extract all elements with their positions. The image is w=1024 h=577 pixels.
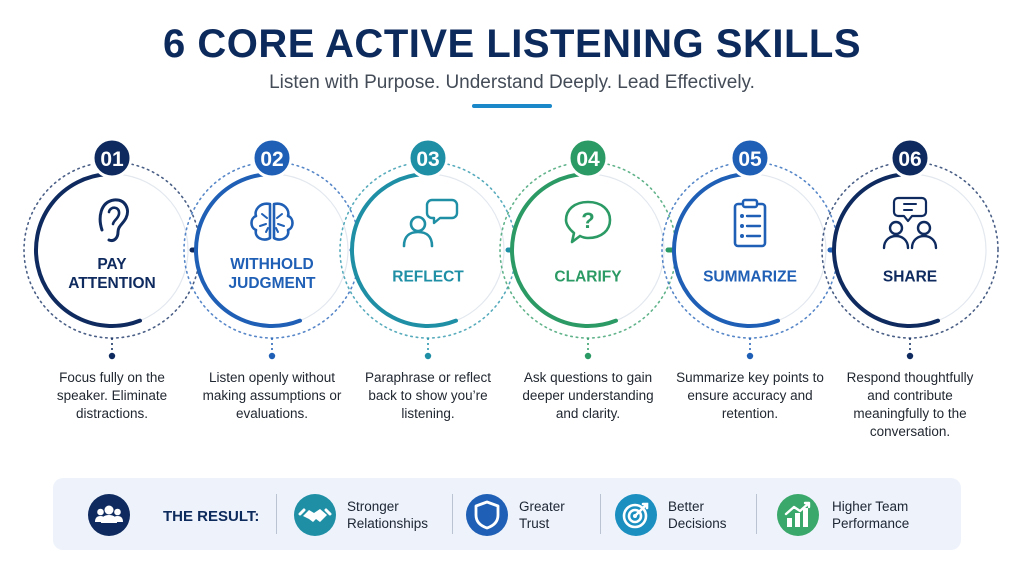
step-arc	[672, 172, 780, 328]
step-02: 02	[183, 137, 361, 360]
connector-dot	[906, 352, 914, 360]
question-bubble-icon: ?	[564, 200, 612, 244]
result-divider	[600, 494, 601, 534]
step-label: SHARE	[882, 268, 938, 286]
result-team-icon	[88, 494, 130, 536]
result-divider	[756, 494, 757, 534]
step-number: 06	[898, 148, 921, 171]
step-label: CLARIFY	[554, 268, 622, 286]
step-description: Listen openly without making assumptions…	[202, 370, 342, 421]
page-title: 6 CORE ACTIVE LISTENING SKILLS	[162, 22, 862, 66]
conversation-people-icon	[882, 196, 938, 250]
result-divider	[276, 494, 277, 534]
step-number-badge	[407, 137, 449, 179]
shield-icon	[466, 494, 508, 536]
brain-icon	[250, 202, 294, 241]
step-description: Ask questions to gain deeper understandi…	[522, 370, 654, 421]
step-04: 04?	[499, 137, 677, 360]
step-number-badge	[567, 137, 609, 179]
step-label: WITHHOLD JUDGMENT	[228, 256, 316, 292]
step-arc	[510, 172, 618, 328]
result-item-label: Greater Trust	[519, 499, 565, 531]
growth-chart-icon	[777, 494, 819, 536]
connector-dot	[746, 352, 754, 360]
step-label: SUMMARIZE	[703, 268, 797, 286]
handshake-icon	[294, 494, 336, 536]
result-divider	[452, 494, 453, 534]
step-05: 05	[661, 137, 839, 360]
step-description: Focus fully on the speaker. Eliminate di…	[56, 370, 168, 421]
result-item-label: Higher Team Performance	[832, 499, 910, 531]
step-06: 06	[821, 137, 999, 360]
step-number: 02	[260, 148, 283, 171]
svg-text:?: ?	[581, 208, 594, 233]
step-number: 04	[576, 148, 600, 171]
step-arc	[194, 172, 302, 328]
speech-bubble-person-icon	[402, 198, 459, 248]
step-03: 03	[339, 137, 517, 360]
step-number: 03	[416, 148, 439, 171]
result-item-label: Stronger Relationships	[347, 499, 429, 531]
step-label: PAY ATTENTION	[68, 256, 156, 292]
result-item-label: Better Decisions	[668, 499, 727, 531]
target-icon	[615, 494, 657, 536]
clipboard-list-icon	[733, 198, 767, 248]
connector-dot	[268, 352, 276, 360]
step-label: REFLECT	[392, 268, 464, 286]
step-number: 01	[100, 148, 124, 171]
step-number-badge	[91, 137, 133, 179]
connector-dot	[584, 352, 592, 360]
step-arc	[34, 172, 142, 328]
step-description: Respond thoughtfully and contribute mean…	[846, 370, 974, 439]
title-underline	[472, 104, 552, 108]
result-title: THE RESULT:	[163, 508, 260, 525]
step-description: Summarize key points to ensure accuracy …	[676, 370, 824, 421]
step-number-badge	[889, 137, 931, 179]
step-number: 05	[738, 148, 762, 171]
connector-dot	[108, 352, 116, 360]
ear-icon	[98, 198, 129, 242]
connector-dot	[424, 352, 432, 360]
step-01: 01	[23, 137, 201, 360]
page-subtitle: Listen with Purpose. Understand Deeply. …	[269, 72, 755, 93]
step-description: Paraphrase or reflect back to show you’r…	[364, 370, 492, 421]
step-arc	[350, 172, 458, 328]
step-number-badge	[251, 137, 293, 179]
step-number-badge	[729, 137, 771, 179]
step-arc	[832, 172, 940, 328]
